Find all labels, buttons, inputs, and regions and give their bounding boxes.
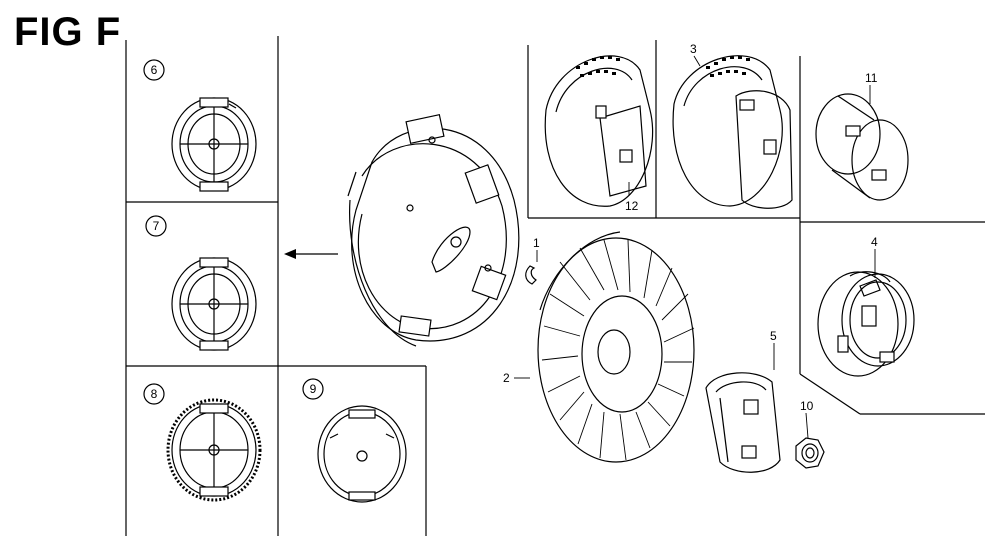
callout-6: 6 [143, 59, 165, 81]
svg-text:6: 6 [151, 63, 158, 77]
figure-title: FIG F [14, 10, 122, 54]
callout-11: 11 [865, 71, 878, 85]
svg-text:9: 9 [310, 382, 317, 396]
callout-10: 10 [800, 399, 814, 413]
section-lines [125, 36, 985, 536]
callout-3: 3 [690, 42, 697, 56]
callout-4: 4 [871, 235, 878, 249]
ring-gear-pulley-8 [166, 398, 262, 502]
flywheel-nut-10 [795, 437, 825, 469]
callout-2: 2 [503, 371, 510, 385]
svg-text:8: 8 [151, 387, 158, 401]
starter-plate-9 [317, 405, 407, 503]
starter-cup-5 [705, 372, 781, 473]
woodruff-key-1 [525, 265, 537, 285]
cooling-cup-12 [544, 55, 654, 207]
callout-5: 5 [770, 329, 777, 343]
starter-cup-4 [817, 271, 915, 377]
starter-cup-3 [672, 55, 793, 209]
starter-pulley-7 [171, 257, 257, 351]
callout-8: 8 [143, 383, 165, 405]
arrow-left-icon [284, 249, 338, 259]
cooling-fan-2 [537, 231, 695, 463]
flywheel [347, 113, 520, 347]
callout-9: 9 [302, 378, 324, 400]
callout-7: 7 [145, 215, 167, 237]
callout-12: 12 [625, 199, 639, 213]
starter-cup-11 [815, 93, 909, 201]
svg-text:7: 7 [153, 219, 160, 233]
starter-pulley-6 [171, 97, 257, 192]
callout-1: 1 [533, 236, 540, 250]
